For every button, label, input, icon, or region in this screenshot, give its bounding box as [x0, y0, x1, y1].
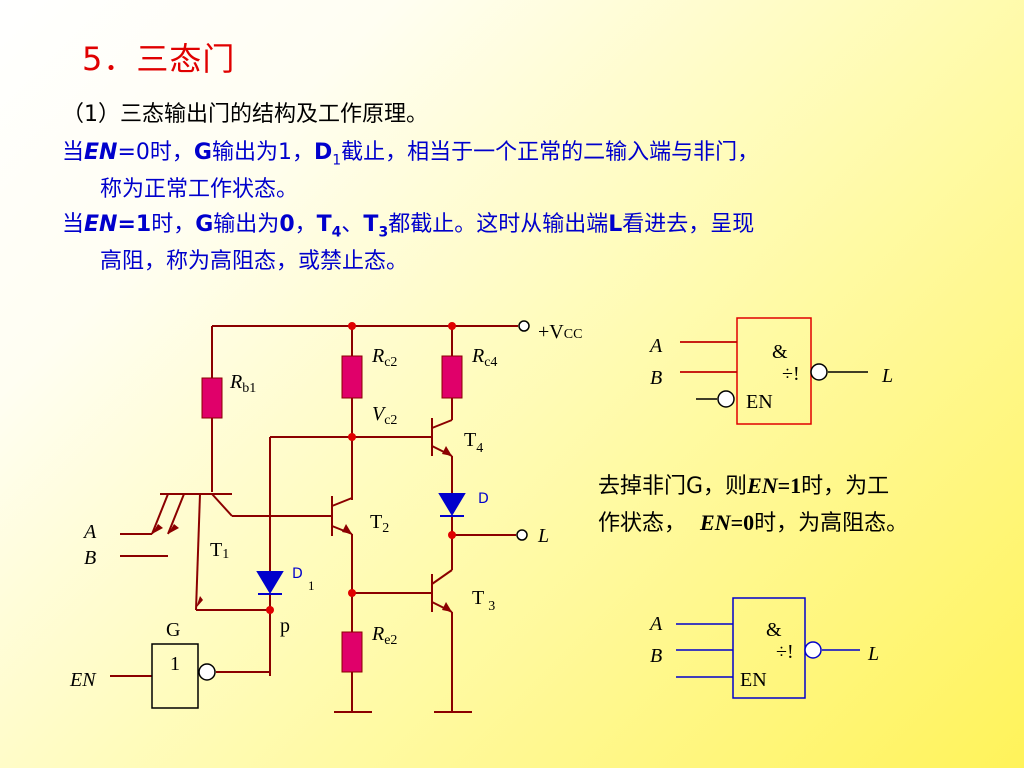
- inverter-gate-g: [151, 643, 199, 709]
- svg-text:EN: EN: [740, 669, 767, 691]
- svg-text:T2: T2: [370, 511, 389, 536]
- section-heading: （1）三态输出门的结构及工作原理。: [62, 102, 428, 127]
- resistor-re2: [341, 631, 363, 673]
- tristate-symbol-active-high: A B & ÷! EN L: [648, 597, 879, 699]
- svg-text:+VCC: +VCC: [538, 321, 582, 343]
- svg-text:G: G: [166, 619, 180, 641]
- resistor-rb1: [201, 377, 223, 419]
- tristate-symbol-active-low: A B & ÷! EN L: [648, 317, 893, 425]
- svg-text:÷!: ÷!: [776, 641, 794, 663]
- paragraph-normal-state: 当EN=0时，G输出为1，D1截止，相当于一个正常的二输入端与非门， 称为正常工…: [62, 140, 760, 203]
- svg-text:B: B: [650, 367, 662, 389]
- svg-text:Rb1: Rb1: [229, 371, 256, 396]
- svg-text:L: L: [881, 365, 893, 387]
- note-remove-inverter: 去掉非门G，则EN=1时，为工 作状态， EN=0时，为高阻态。: [598, 473, 909, 536]
- inverter-bubble: [198, 663, 216, 681]
- svg-text:D: D: [292, 566, 303, 582]
- svg-text:Rc2: Rc2: [371, 345, 397, 370]
- svg-text:T1: T1: [210, 539, 229, 562]
- svg-text:T4: T4: [464, 429, 483, 456]
- diode-d1: [256, 571, 284, 594]
- diode-d: [438, 493, 466, 516]
- svg-text:D: D: [478, 491, 489, 507]
- svg-text:L: L: [867, 643, 879, 665]
- paragraph-high-z-state: 当EN=1时，G输出为0，T4、T3都截止。这时从输出端L看进去，呈现 高阻，称…: [62, 212, 755, 275]
- output-terminal: [516, 529, 528, 541]
- svg-text:B: B: [650, 645, 662, 667]
- svg-text:÷!: ÷!: [782, 363, 800, 385]
- resistor-rc4: [441, 355, 463, 399]
- vcc-terminal: [518, 320, 530, 332]
- svg-text:Rc4: Rc4: [471, 345, 497, 370]
- svg-text:Re2: Re2: [371, 623, 397, 648]
- page-title: 5．三态门: [82, 40, 236, 78]
- resistor-rc2: [341, 355, 363, 399]
- svg-text:&: &: [766, 619, 782, 641]
- svg-text:p: p: [280, 615, 290, 637]
- svg-text:T3: T3: [472, 587, 495, 614]
- svg-text:L: L: [537, 525, 549, 547]
- svg-text:Vc2: Vc2: [372, 403, 397, 428]
- svg-text:A: A: [648, 335, 663, 357]
- svg-text:1: 1: [308, 578, 315, 593]
- svg-text:A: A: [82, 521, 97, 543]
- svg-text:A: A: [648, 613, 663, 635]
- svg-text:&: &: [772, 341, 788, 363]
- svg-text:B: B: [84, 547, 96, 569]
- svg-text:1: 1: [170, 653, 180, 675]
- svg-text:EN: EN: [69, 669, 97, 691]
- svg-text:EN: EN: [746, 391, 773, 413]
